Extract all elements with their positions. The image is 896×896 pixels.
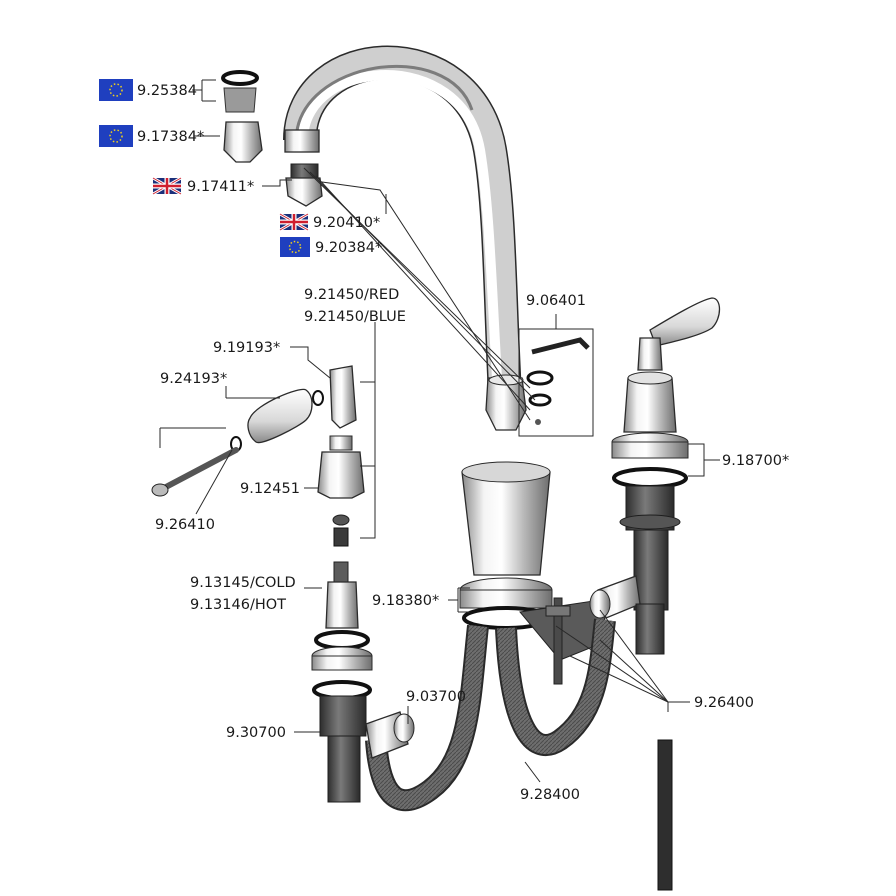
eu-flag-icon (99, 125, 133, 147)
aerator-parts (221, 70, 323, 207)
label-9-06401: 9.06401 (526, 293, 586, 309)
aerator-adapter (285, 177, 323, 207)
label-9-21450-blue: 9.21450/BLUE (304, 309, 406, 325)
leader-lines (159, 79, 720, 783)
valve-cartridge (325, 581, 359, 629)
label-9-26400: 9.26400 (694, 695, 754, 711)
uk-flag-icon (279, 212, 309, 232)
label-9-03700: 9.03700 (406, 689, 466, 705)
label-9-12451: 9.12451 (240, 481, 300, 497)
eu-flag-icon (280, 237, 310, 257)
label-9-19193: 9.19193* (213, 340, 280, 356)
handle-screw (161, 447, 239, 491)
left-valve-assembly (151, 365, 415, 803)
aerator-screen (223, 87, 257, 113)
label-9-17411: 9.17411* (187, 179, 254, 195)
label-9-21450-red: 9.21450/RED (304, 287, 399, 303)
supply-hoses (365, 618, 616, 812)
handle-hub (329, 365, 357, 429)
label-9-25384: 9.25384 (137, 83, 197, 99)
left-lever-handle (247, 388, 313, 444)
part-labels: 9.25384 9.17384* 9.17411* 9.20410* 9.203… (137, 83, 789, 803)
label-9-20384: 9.20384* (315, 240, 382, 256)
right-base-gasket (612, 467, 688, 489)
label-9-26410: 9.26410 (155, 517, 215, 533)
label-9-20410: 9.20410* (313, 215, 380, 231)
support-rod (657, 739, 673, 891)
label-9-24193: 9.24193* (160, 371, 227, 387)
right-valve-assembly (589, 297, 721, 655)
label-9-28400: 9.28400 (520, 787, 580, 803)
label-9-30700: 9.30700 (226, 725, 286, 741)
right-lever-handle (649, 297, 721, 347)
spout-base (459, 461, 611, 685)
allen-key (531, 337, 590, 355)
eu-flag-icon (99, 79, 133, 101)
label-9-17384: 9.17384* (137, 129, 204, 145)
uk-flag-icon (152, 176, 182, 196)
aerator-housing (223, 121, 263, 163)
label-9-13145-cold: 9.13145/COLD (190, 575, 296, 591)
label-9-18380: 9.18380* (372, 593, 439, 609)
aerator-washer (221, 70, 259, 86)
label-9-13146-hot: 9.13146/HOT (190, 597, 286, 613)
spout (283, 45, 527, 431)
label-9-18700: 9.18700* (722, 453, 789, 469)
allen-key-box (518, 328, 594, 437)
flag-icons (99, 79, 310, 257)
left-bonnet (317, 451, 365, 499)
